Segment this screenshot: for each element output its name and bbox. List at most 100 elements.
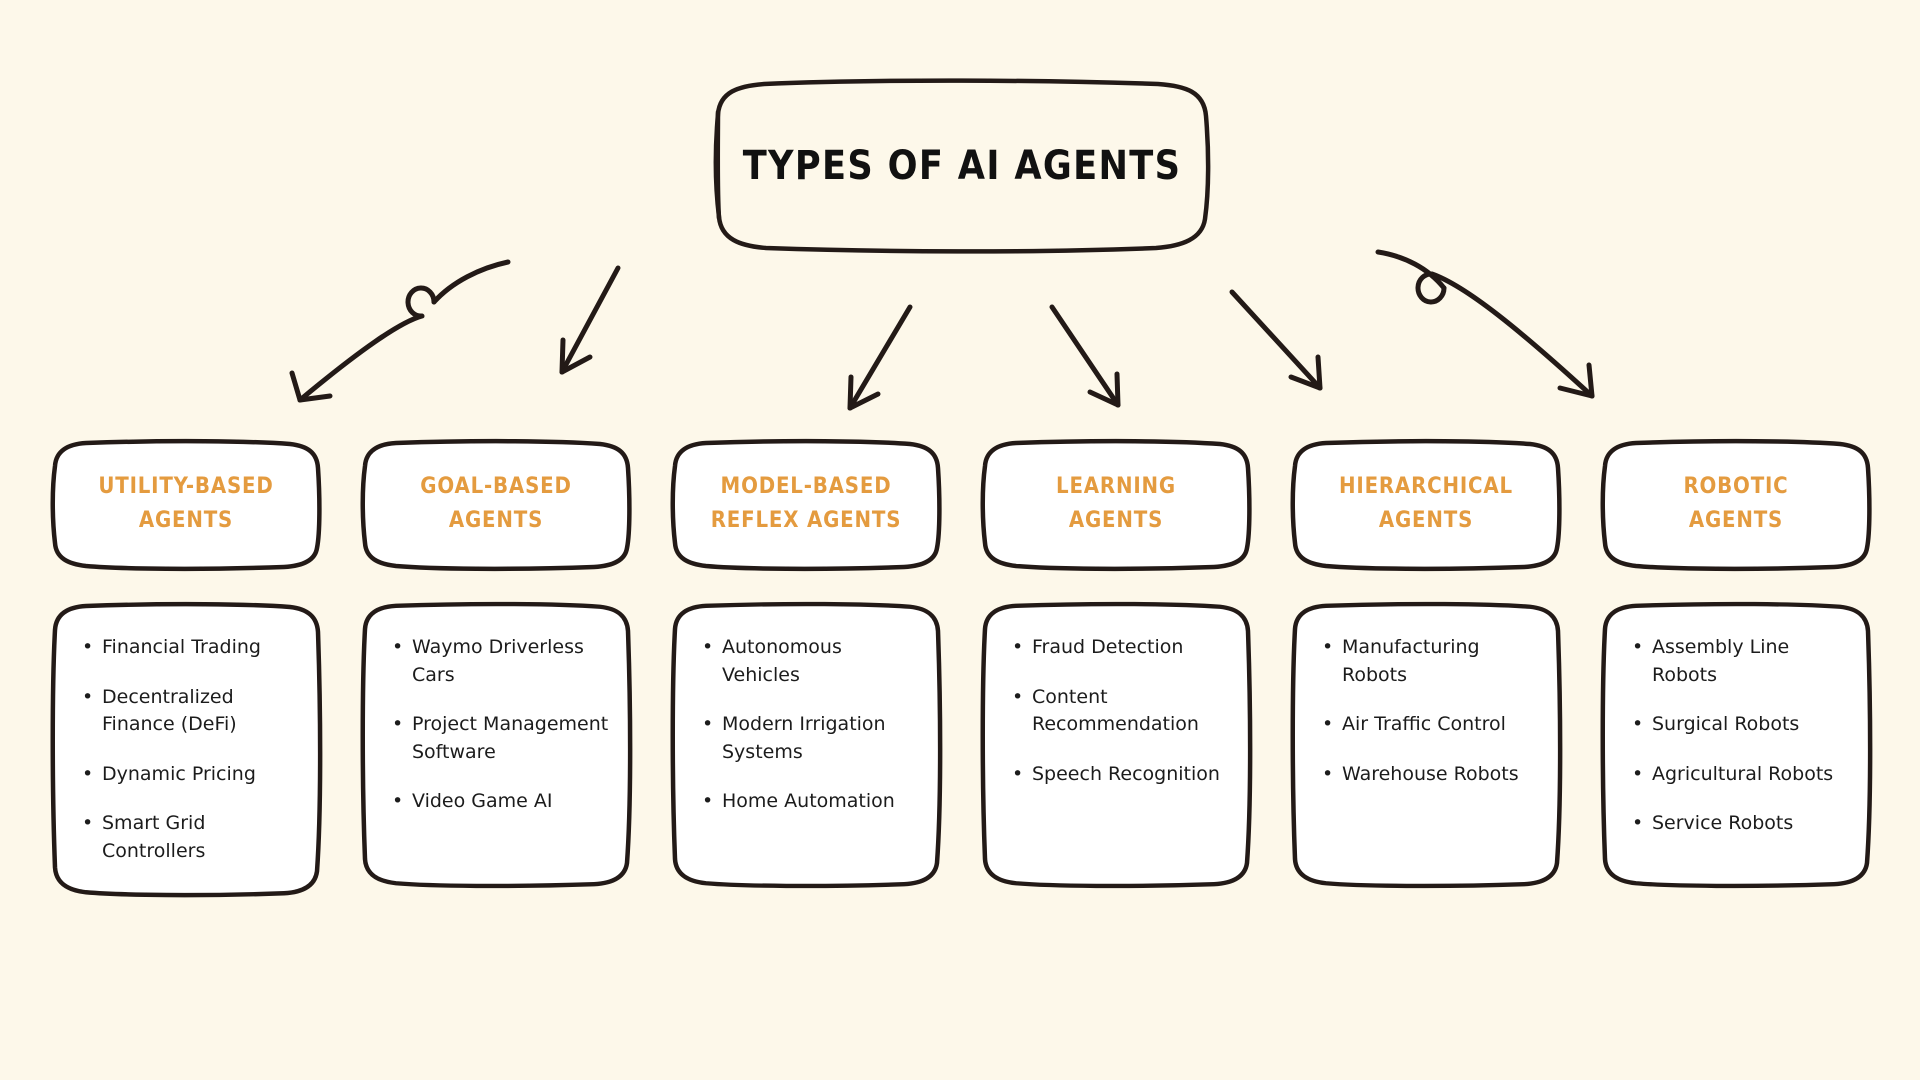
list-item: •Air Traffic Control — [1322, 711, 1542, 739]
list-item: • Project Management Software — [392, 711, 612, 766]
category-column-goal-based-agents: GOAL-BASED AGENTS • Waymo Driverless Cars… — [360, 438, 633, 890]
list-item: •Surgical Robots — [1632, 711, 1852, 739]
list-card-model-based-reflex-agents[interactable]: •Autonomous Vehicles • Modern Irrigation … — [670, 600, 943, 890]
title-box-outline — [713, 78, 1211, 254]
list-item: • Smart Grid Controllers — [82, 810, 302, 865]
bullet-icon: • — [1632, 812, 1644, 835]
header-card-outline — [50, 438, 322, 572]
bullet-icon: • — [702, 713, 714, 736]
list-card-outline — [50, 601, 323, 898]
category-column-learning-agents: LEARNING AGENTS • Fraud Detection • Conten… — [980, 438, 1253, 890]
bullet-icon: • — [82, 812, 94, 835]
title-node[interactable]: TYPES OF AI AGENTS — [712, 78, 1212, 254]
list-item-label: Assembly Line Robots — [1652, 636, 1790, 686]
arrow-straight-right-inner — [1229, 289, 1323, 391]
list-item-label: Speech Recognition — [1032, 762, 1220, 785]
page-title: TYPES OF AI AGENTS — [742, 142, 1182, 189]
header-card-utility-based-agents[interactable]: UTILITY-BASED AGENTS — [50, 438, 322, 572]
header-label: GOAL-BASED AGENTS — [420, 473, 572, 533]
bullet-icon: • — [392, 636, 404, 658]
category-column-model-based-reflex-agents: MODEL-BASED REFLEX AGENTS •Autonomous Ve… — [670, 438, 943, 890]
category-columns: UTILITY-BASED AGENTS • Financial Trading … — [50, 438, 1873, 899]
list-card-outline — [360, 601, 633, 889]
list-item: • Video Game AI — [392, 788, 612, 816]
bullet-icon: • — [1322, 762, 1334, 785]
header-card-outline — [360, 438, 632, 572]
bullet-icon: • — [1012, 636, 1024, 658]
bullet-icon: • — [392, 713, 404, 736]
list-item: • Fraud Detection — [1012, 634, 1232, 662]
header-card-goal-based-agents[interactable]: GOAL-BASED AGENTS — [360, 438, 632, 572]
list-card-utility-based-agents[interactable]: • Financial Trading • Decentralized Financ… — [50, 600, 323, 899]
list-item-label: Decentralized Finance (DeFi) — [102, 685, 237, 736]
bullet-icon: • — [1632, 762, 1644, 785]
header-label: UTILITY-BASED AGENTS — [98, 473, 274, 533]
category-column-robotic-agents: ROBOTIC AGENTS • Assembly Line Robots •Su… — [1600, 438, 1873, 890]
bullet-icon: • — [1632, 636, 1644, 658]
header-card-learning-agents[interactable]: LEARNING AGENTS — [980, 438, 1252, 572]
list-item-label: Waymo Driverless Cars — [412, 636, 584, 686]
list-item: • Dynamic Pricing — [82, 761, 302, 789]
list-item-label: Project Management Software — [412, 713, 609, 763]
list-card-learning-agents[interactable]: • Fraud Detection • Content Recommendation… — [980, 600, 1253, 890]
list-card-goal-based-agents[interactable]: • Waymo Driverless Cars • Project Manageme… — [360, 600, 633, 890]
list-card-hierarchical-agents[interactable]: •Manufacturing Robots •Air Traffic Contr… — [1290, 600, 1563, 890]
example-list: •Autonomous Vehicles • Modern Irrigation … — [670, 600, 942, 850]
arrow-straight-center-right — [1049, 304, 1121, 408]
list-item: • Decentralized Finance (DeFi) — [82, 684, 302, 739]
list-card-outline — [670, 601, 943, 889]
list-item: • Warehouse Robots — [1322, 761, 1542, 789]
header-label: LEARNING AGENTS — [1056, 473, 1176, 533]
bullet-icon: • — [82, 636, 94, 658]
header-card-outline — [670, 438, 942, 572]
list-item: • Waymo Driverless Cars — [392, 634, 612, 689]
list-item-label: Financial Trading — [102, 636, 261, 658]
list-item-label: Fraud Detection — [1032, 636, 1184, 658]
list-card-robotic-agents[interactable]: • Assembly Line Robots •Surgical Robots •… — [1600, 600, 1873, 890]
bullet-icon: • — [1012, 685, 1024, 708]
list-item: • Content Recommendation — [1012, 684, 1232, 739]
list-item: •Home Automation — [702, 788, 922, 816]
list-card-outline — [1600, 601, 1873, 889]
arrow-straight-center-left — [847, 304, 913, 411]
bullet-icon: • — [82, 685, 94, 708]
example-list: • Assembly Line Robots •Surgical Robots •… — [1600, 600, 1872, 872]
list-item-label: Content Recommendation — [1032, 685, 1199, 736]
list-item-label: Warehouse Robots — [1342, 762, 1519, 785]
header-card-hierarchical-agents[interactable]: HIERARCHICAL AGENTS — [1290, 438, 1562, 572]
list-item-label: Modern Irrigation Systems — [722, 713, 886, 763]
category-column-hierarchical-agents: HIERARCHICAL AGENTS •Manufacturing Robot… — [1290, 438, 1563, 890]
list-item: •Autonomous Vehicles — [702, 634, 922, 689]
list-item-label: Dynamic Pricing — [102, 762, 256, 785]
list-item: • Modern Irrigation Systems — [702, 711, 922, 766]
header-card-robotic-agents[interactable]: ROBOTIC AGENTS — [1600, 438, 1872, 572]
header-card-outline — [980, 438, 1252, 572]
list-item: •Manufacturing Robots — [1322, 634, 1542, 689]
category-column-utility-based-agents: UTILITY-BASED AGENTS • Financial Trading … — [50, 438, 323, 899]
list-item: • Service Robots — [1632, 810, 1852, 838]
list-item-label: Manufacturing Robots — [1342, 636, 1480, 686]
list-item-label: Smart Grid Controllers — [102, 812, 206, 862]
bullet-icon: • — [392, 790, 404, 813]
list-item: •Speech Recognition — [1012, 761, 1232, 789]
example-list: •Manufacturing Robots •Air Traffic Contr… — [1290, 600, 1562, 822]
list-card-outline — [1290, 601, 1563, 889]
bullet-icon: • — [1632, 713, 1644, 736]
example-list: • Waymo Driverless Cars • Project Manageme… — [360, 600, 632, 850]
list-item: • Agricultural Robots — [1632, 761, 1852, 789]
header-label: MODEL-BASED REFLEX AGENTS — [710, 473, 902, 533]
header-card-outline — [1600, 438, 1872, 572]
header-card-model-based-reflex-agents[interactable]: MODEL-BASED REFLEX AGENTS — [670, 438, 942, 572]
bullet-icon: • — [82, 762, 94, 785]
arrow-curved-right-outer — [1375, 249, 1595, 399]
header-label: HIERARCHICAL AGENTS — [1339, 473, 1513, 533]
list-item: • Financial Trading — [82, 634, 302, 662]
arrow-straight-left-inner — [559, 265, 621, 375]
list-item-label: Service Robots — [1652, 812, 1794, 835]
list-item-label: Agricultural Robots — [1652, 762, 1834, 785]
list-item-label: Air Traffic Control — [1342, 713, 1506, 736]
list-card-outline — [980, 601, 1253, 889]
bullet-icon: • — [702, 636, 714, 658]
list-item-label: Video Game AI — [412, 790, 553, 813]
